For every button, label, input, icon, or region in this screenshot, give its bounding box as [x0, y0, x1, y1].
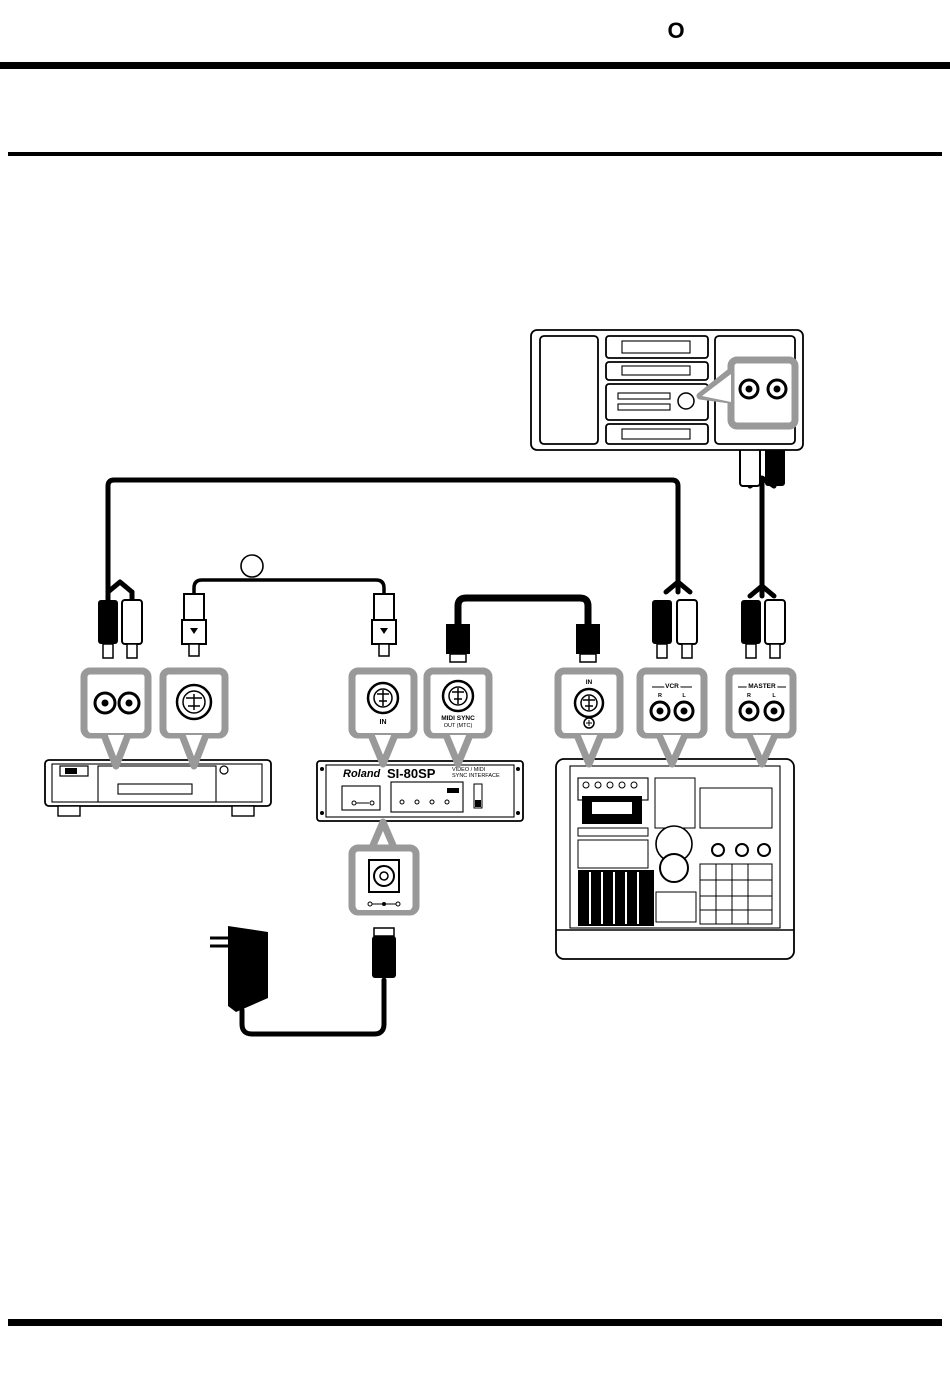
- rca-plugs-master: [741, 600, 785, 658]
- si80sp-midi-sync-label-1: MIDI SYNC: [441, 715, 475, 722]
- vtr-din-callout: [163, 671, 225, 766]
- din-plug-midi-sync: [446, 624, 470, 662]
- din-plug-vtr: [182, 594, 206, 656]
- step-marker-text: O: [667, 18, 684, 43]
- recorder-vcr-label: VCR: [665, 683, 679, 690]
- ac-adaptor: [210, 926, 396, 1034]
- si80sp-midi-in-callout: IN: [352, 671, 414, 764]
- midi-cable: [458, 598, 588, 624]
- si80sp-midi-sync-label-2: OUT (MTC): [444, 723, 473, 729]
- si80sp-dc-in-callout: [352, 822, 416, 912]
- video-deck: [45, 760, 271, 816]
- recorder-master-callout: MASTER R L: [729, 671, 793, 764]
- step-marker: O: [667, 18, 684, 43]
- vtr-rca-callout: [84, 671, 148, 766]
- si80sp-brand: Roland: [343, 768, 381, 780]
- rca-plugs-vtr: [98, 600, 142, 658]
- recorder-master-r-label: R: [747, 693, 751, 699]
- din-plug-si80sp-in: [372, 594, 396, 656]
- timecode-cable: [194, 580, 384, 594]
- rca-plugs-vcr: [652, 600, 697, 658]
- cable-circle-marker: [241, 555, 263, 577]
- recorder-vcr-callout: VCR R L: [640, 671, 704, 764]
- si80sp-midi-sync-callout: MIDI SYNC OUT (MTC): [427, 671, 489, 764]
- recorder-vcr-r-label: R: [658, 693, 662, 699]
- digital-recorder: [556, 759, 794, 959]
- din-plug-recorder-in: [576, 624, 600, 662]
- si80sp-model: SI-80SP: [387, 766, 436, 781]
- rca-cable-vcr: [108, 480, 678, 592]
- recorder-master-label: MASTER: [748, 683, 776, 690]
- recorder-midi-in-callout: IN: [558, 671, 620, 764]
- si80sp-midi-in-label: IN: [380, 719, 387, 726]
- si80sp-unit: Roland SI-80SP VIDEO / MIDI SYNC INTERFA…: [317, 761, 523, 821]
- si80sp-subtitle-2: SYNC INTERFACE: [452, 773, 500, 779]
- recorder-midi-in-label: IN: [586, 679, 593, 686]
